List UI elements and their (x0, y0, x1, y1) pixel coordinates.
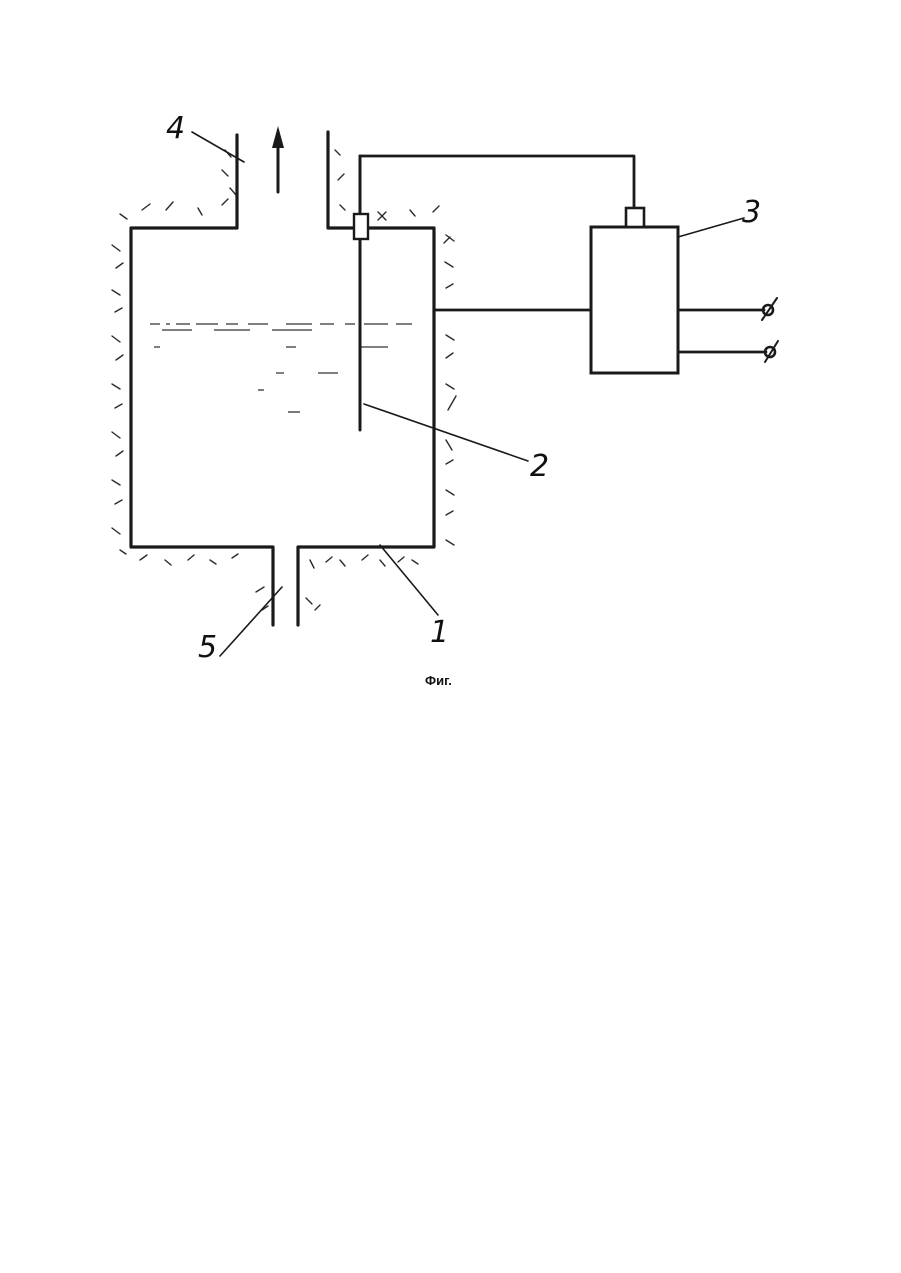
up-arrow (272, 126, 284, 192)
terminal-icon (762, 298, 777, 320)
label-electrode: 2 (530, 449, 549, 484)
electrode (354, 156, 368, 430)
control-unit (591, 208, 678, 373)
insulation-hatching (112, 150, 456, 610)
wiring (360, 156, 766, 352)
label-control-unit: 3 (742, 195, 761, 230)
label-outlet-pipe: 4 (166, 111, 185, 146)
label-inlet-pipe: 5 (198, 630, 217, 665)
vessel-body (131, 132, 434, 625)
figure-caption: Фиг. (425, 673, 452, 688)
leader-lines (192, 132, 744, 656)
label-vessel: 1 (430, 615, 449, 650)
reference-labels: 4 3 2 1 5 (166, 111, 761, 665)
insulator-bushing (354, 214, 368, 239)
control-unit-connector (626, 208, 644, 227)
liquid-level (150, 324, 412, 412)
